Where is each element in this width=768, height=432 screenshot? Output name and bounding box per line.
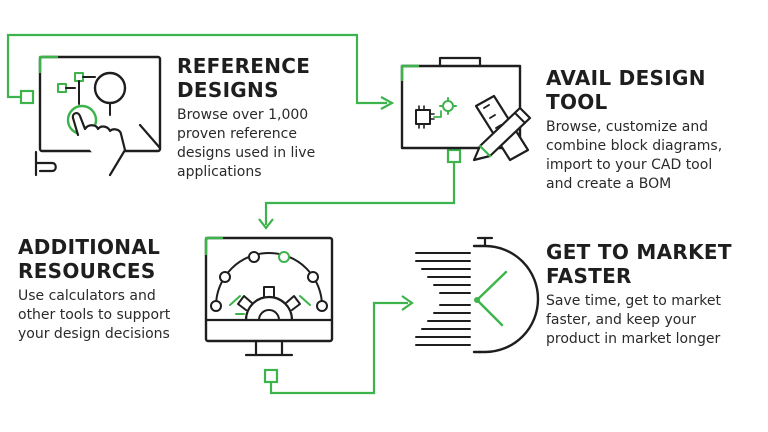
monitor-gear-icon (204, 236, 334, 357)
connector-ref-to-tool-arrow (380, 96, 395, 110)
connector-start (6, 33, 387, 105)
desc-line: other tools to support (18, 307, 171, 323)
step-title: GET TO MARKET FASTER (546, 240, 761, 288)
desc-line: product in market longer (546, 331, 721, 347)
step-get-to-market-faster: GET TO MARKET FASTER Save time, get to m… (546, 240, 761, 349)
desc-line: your design decisions (18, 326, 170, 342)
step-avail-design-tool: AVAIL DESIGN TOOL Browse, customize and … (546, 66, 761, 194)
title-line: REFERENCE (177, 54, 311, 78)
connector-node (19, 89, 35, 105)
title-line: GET TO MARKET (546, 240, 732, 264)
step-description: Save time, get to market faster, and kee… (546, 292, 761, 349)
step-additional-resources: ADDITIONAL RESOURCES Use calculators and… (18, 235, 203, 344)
desc-line: combine block diagrams, (546, 138, 723, 154)
desc-line: Browse over 1,000 (177, 107, 309, 123)
connector-node (263, 368, 279, 384)
desc-line: designs used in live (177, 145, 316, 161)
title-line: DESIGNS (177, 78, 279, 102)
connector-node (446, 148, 462, 164)
desc-line: and create a BOM (546, 176, 672, 192)
desc-line: faster, and keep your (546, 312, 697, 328)
step-description: Browse over 1,000 proven reference desig… (177, 106, 377, 182)
title-line: FASTER (546, 264, 632, 288)
connector-tool-to-resources (264, 160, 456, 225)
step-description: Browse, customize and combine block diag… (546, 118, 761, 194)
step-title: ADDITIONAL RESOURCES (18, 235, 203, 283)
fast-clock-icon (415, 236, 540, 354)
title-line: RESOURCES (18, 259, 156, 283)
step-title: REFERENCE DESIGNS (177, 54, 377, 102)
connector-resources-to-market (269, 301, 408, 395)
step-title: AVAIL DESIGN TOOL (546, 66, 761, 114)
desc-line: Save time, get to market (546, 293, 721, 309)
connector-lines (6, 33, 456, 395)
desc-line: Use calculators and (18, 288, 156, 304)
title-line: ADDITIONAL (18, 235, 161, 259)
step-reference-designs: REFERENCE DESIGNS Browse over 1,000 prov… (177, 54, 377, 182)
desc-line: Browse, customize and (546, 119, 709, 135)
connector-nodes (19, 89, 462, 384)
desc-line: applications (177, 164, 262, 180)
toolbox-icon (400, 56, 532, 162)
connector-tool-to-resources-arrow (258, 218, 274, 230)
connector-resources-to-market-arrow (401, 295, 414, 311)
title-line: AVAIL DESIGN TOOL (546, 66, 706, 114)
desc-line: import to your CAD tool (546, 157, 713, 173)
desc-line: proven reference (177, 126, 297, 142)
step-description: Use calculators and other tools to suppo… (18, 287, 203, 344)
touch-screen-icon (34, 55, 162, 177)
